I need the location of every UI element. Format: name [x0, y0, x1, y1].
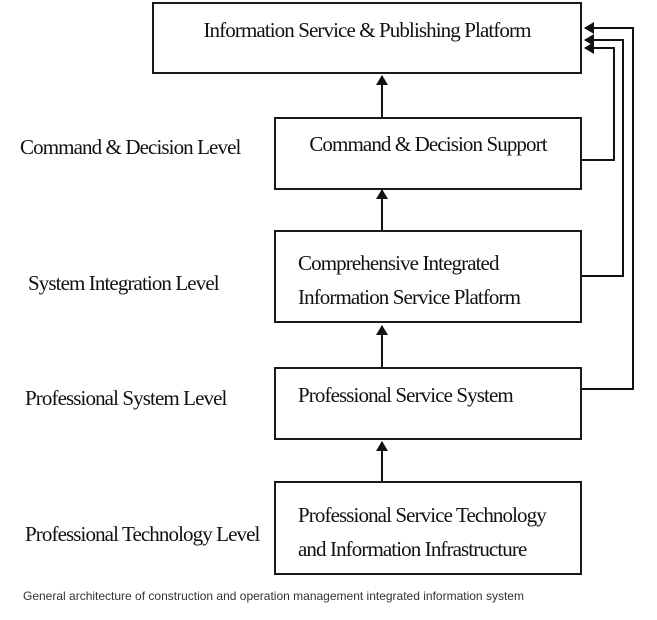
system-integration-level-label: System Integration Level: [28, 271, 220, 295]
feedback-arrow-from-command: [581, 42, 615, 161]
feedback-arrow-from-integration: [581, 34, 624, 277]
command-decision-level-label: Command & Decision Level: [20, 135, 241, 159]
box-text-line: Professional Service Technology: [298, 503, 547, 527]
box-text-line: Information Service & Publishing Platfor…: [203, 18, 531, 42]
info-service-publishing-platform-box: Information Service & Publishing Platfor…: [152, 2, 582, 74]
professional-system-level-label: Professional System Level: [25, 386, 227, 410]
box-text-line: Comprehensive Integrated: [298, 251, 499, 275]
command-decision-support-box: Command & Decision Support: [274, 117, 582, 190]
professional-technology-level-label: Professional Technology Level: [25, 522, 260, 546]
comprehensive-integrated-platform-box: Comprehensive Integrated Information Ser…: [274, 230, 582, 323]
box-text-line: Information Service Platform: [298, 285, 521, 309]
professional-service-technology-box: Professional Service Technology and Info…: [274, 481, 582, 575]
figure-caption: General architecture of construction and…: [23, 589, 524, 603]
box-text-line: and Information Infrastructure: [298, 537, 527, 561]
professional-service-system-box: Professional Service System: [274, 367, 582, 440]
box-text-line: Command & Decision Support: [309, 132, 547, 156]
box-text-line: Professional Service System: [298, 383, 514, 407]
feedback-arrow-from-service: [581, 22, 634, 390]
